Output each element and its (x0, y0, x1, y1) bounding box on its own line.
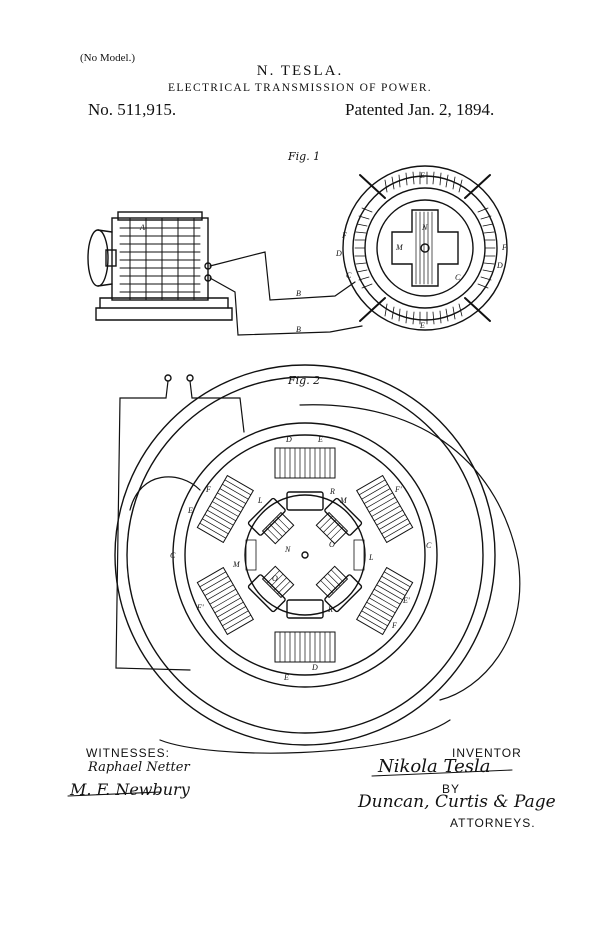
fig2-label-f2: F (391, 621, 397, 630)
fig1-label-e1: E (419, 171, 425, 180)
fig2-label-r2: R (327, 605, 333, 614)
fig2-label-o2: O (272, 574, 278, 583)
fig2-label-r1: R (329, 487, 335, 496)
pole-pieces (245, 491, 365, 619)
witnesses-label: WITNESSES: (86, 746, 171, 760)
fig2-label-fp1: F' (394, 485, 402, 494)
by-label: BY (442, 782, 461, 796)
fig2-label-m2: M (232, 560, 241, 569)
fig2-leads (115, 380, 521, 754)
attorneys-label: ATTORNEYS. (450, 816, 536, 830)
fig2-label-ep2: E' (402, 596, 410, 605)
inventor-label: INVENTOR (452, 746, 522, 760)
patent-number: No. 511,915. (88, 100, 177, 119)
fig1-label-f2: F (501, 243, 507, 252)
fig2-label-e1: E (317, 435, 323, 444)
model-note: (No Model.) (80, 52, 135, 64)
fig2-label-c2: C (426, 541, 432, 550)
fig1-label-b1: B (296, 289, 301, 298)
fig2: Fig. 2 N O O (114, 364, 521, 754)
fig2-label-ep1: E' (187, 506, 195, 515)
motor: E E F F D D C C M N (335, 165, 508, 331)
fig2-label-m1: M (339, 496, 348, 505)
fig2-label-o1: O (329, 540, 335, 549)
fig2-label-l2: L (368, 553, 374, 562)
fig1-label-b2: B (296, 325, 301, 334)
fig1-caption: Fig. 1 (287, 150, 320, 163)
fig1-label-c1: C (346, 271, 352, 280)
fig1-label-m: M (395, 243, 404, 252)
inventor-signature: Nikola Tesla (378, 756, 491, 777)
generator: A (87, 211, 233, 321)
fig1-label-c2: C (455, 273, 461, 282)
fig1-label-d1: D (335, 249, 342, 258)
fig2-label-d1: D (285, 435, 292, 444)
stator-coils (196, 447, 414, 663)
fig2-label-fp2: F' (196, 603, 204, 612)
fig2-label-l1: L (257, 496, 263, 505)
inventor-heading: N. TESLA. (256, 63, 344, 79)
fig2-label-n: N (284, 545, 291, 554)
fig2-caption: Fig. 2 (287, 374, 320, 387)
patent-title: ELECTRICAL TRANSMISSION OF POWER. (168, 82, 432, 94)
fig2-label-f1: F (205, 485, 211, 494)
signature-strokes (67, 769, 513, 797)
witness-signature-2: M. F. Newbury (70, 780, 190, 799)
inner-coils (261, 511, 349, 599)
fig2-label-c1: C (170, 551, 176, 560)
fig1-label-d2: D (496, 261, 503, 270)
fig1-label-n: N (421, 223, 428, 232)
fig1-label-f1: F (341, 231, 347, 240)
fig1: Fig. 1 A B B (87, 150, 508, 336)
line-wires: B B (209, 251, 363, 336)
witness-signature-1: Raphael Netter (88, 760, 190, 775)
fig1-label-a: A (139, 223, 145, 232)
patent-date: Patented Jan. 2, 1894. (345, 100, 495, 119)
fig2-label-d2: D (311, 663, 318, 672)
fig1-label-e2: E (419, 321, 425, 330)
attorneys-signature: Duncan, Curtis & Page (358, 792, 556, 812)
fig2-label-e2: E (283, 673, 289, 682)
